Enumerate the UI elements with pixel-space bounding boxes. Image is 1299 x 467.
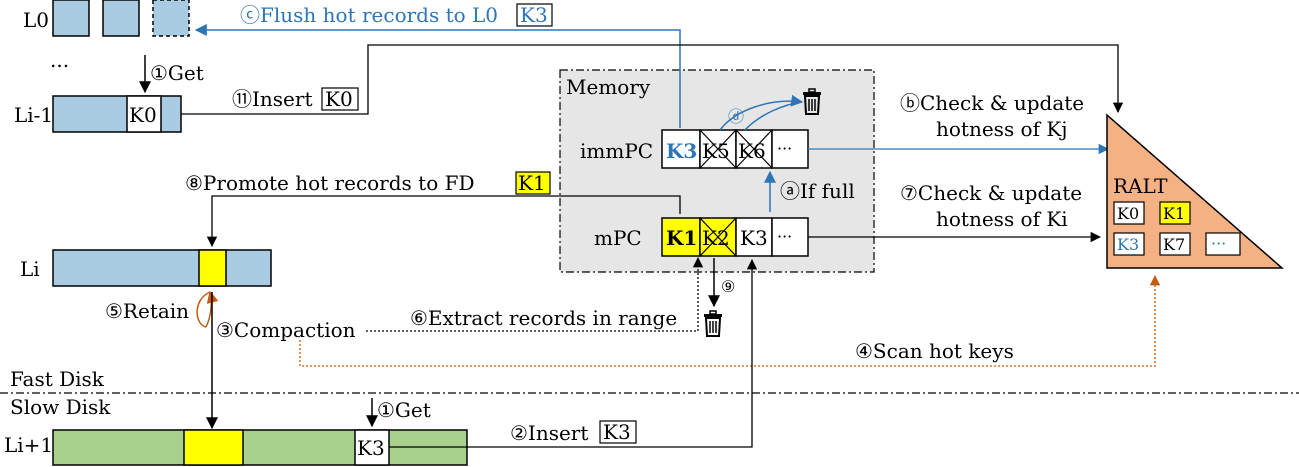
li-1-sst — [52, 95, 182, 133]
insert-k0-text: K0 — [325, 87, 353, 111]
ralt-k1-text: K1 — [1163, 204, 1185, 223]
compaction-label: ③Compaction — [216, 318, 356, 342]
immpc-more-text: ··· — [777, 139, 792, 158]
level-dots: ... — [50, 48, 69, 72]
ralt-k3-text: K3 — [1117, 235, 1139, 254]
step-d-label: ⓓ — [728, 107, 744, 126]
get-bottom-label: ①Get — [377, 398, 431, 422]
check-j-line2: hotness of Kj — [936, 117, 1068, 141]
check-i-line2: hotness of Ki — [936, 207, 1068, 231]
ralt-k3 — [1113, 232, 1145, 256]
trash-icon — [703, 310, 723, 337]
mpc-more-text: ··· — [777, 227, 792, 246]
l0-block-1 — [52, 0, 90, 37]
check-i-line1: ⑦Check & update — [900, 181, 1082, 205]
retain-label: ⑤Retain — [105, 299, 189, 323]
slow-disk-label: Slow Disk — [10, 395, 111, 419]
l0-block-new — [152, 0, 190, 37]
ralt-more-text: ··· — [1211, 234, 1226, 253]
if-full-label: ⓐIf full — [780, 179, 855, 203]
insert-k0-label: ⑪Insert — [232, 87, 312, 111]
promote-k1-text: K1 — [518, 171, 546, 195]
memory-label: Memory — [566, 75, 651, 99]
li-sst — [52, 249, 272, 287]
level-li+1-label: Li+1 — [4, 433, 53, 457]
fast-disk-label: Fast Disk — [10, 367, 105, 391]
level-li-1-label: Li-1 — [14, 103, 53, 127]
insert-k3-box — [599, 420, 637, 444]
immpc-k3-text: K3 — [666, 139, 697, 163]
ralt-k7-text: K7 — [1163, 235, 1185, 254]
scan-label: ④Scan hot keys — [855, 339, 1014, 363]
ralt-k0 — [1113, 201, 1145, 225]
ralt-more — [1205, 232, 1241, 256]
li-1-k0-cell — [126, 95, 162, 133]
insert-k0-box — [321, 87, 359, 111]
li+1-k3-text: K3 — [357, 436, 385, 460]
ralt-k1 — [1159, 201, 1191, 225]
get-top-label: ①Get — [150, 61, 204, 85]
insert-k3-text: K3 — [603, 420, 631, 444]
immpc-label: immPC — [580, 139, 653, 163]
mpc-cell-more — [771, 217, 809, 257]
ralt-k7 — [1159, 232, 1191, 256]
ralt-title: RALT — [1113, 174, 1168, 198]
level-l0-label: L0 — [23, 8, 49, 32]
extract-label: ⑥Extract records in range — [410, 306, 677, 330]
flush-k3-box — [516, 3, 553, 27]
promote-k1-box — [515, 171, 551, 195]
check-j-line1: ⓑCheck & update — [900, 91, 1084, 115]
li-hot-block — [198, 249, 227, 287]
promote-label: ⑧Promote hot records to FD — [185, 171, 475, 195]
flush-label: ⓒFlush hot records to L0 — [240, 3, 498, 27]
l0-block-2 — [102, 0, 140, 37]
li-1-k0-text: K0 — [129, 103, 157, 127]
mpc-label: mPC — [594, 226, 642, 250]
mpc-k3-text: K3 — [740, 226, 768, 250]
ralt-triangle — [1106, 113, 1284, 269]
trash-icon — [802, 88, 822, 115]
step-nine-label: ⑨ — [721, 277, 735, 296]
mpc-k1-text: K1 — [666, 226, 697, 250]
ralt-k0-text: K0 — [1117, 204, 1139, 223]
mpc-cell-k3 — [735, 217, 773, 257]
immpc-cell-k3 — [661, 129, 701, 169]
level-li-label: Li — [20, 257, 40, 281]
flush-k3-text: K3 — [520, 3, 548, 27]
li+1-hot-block — [183, 429, 244, 466]
insert-k3-label: ②Insert — [510, 421, 588, 445]
